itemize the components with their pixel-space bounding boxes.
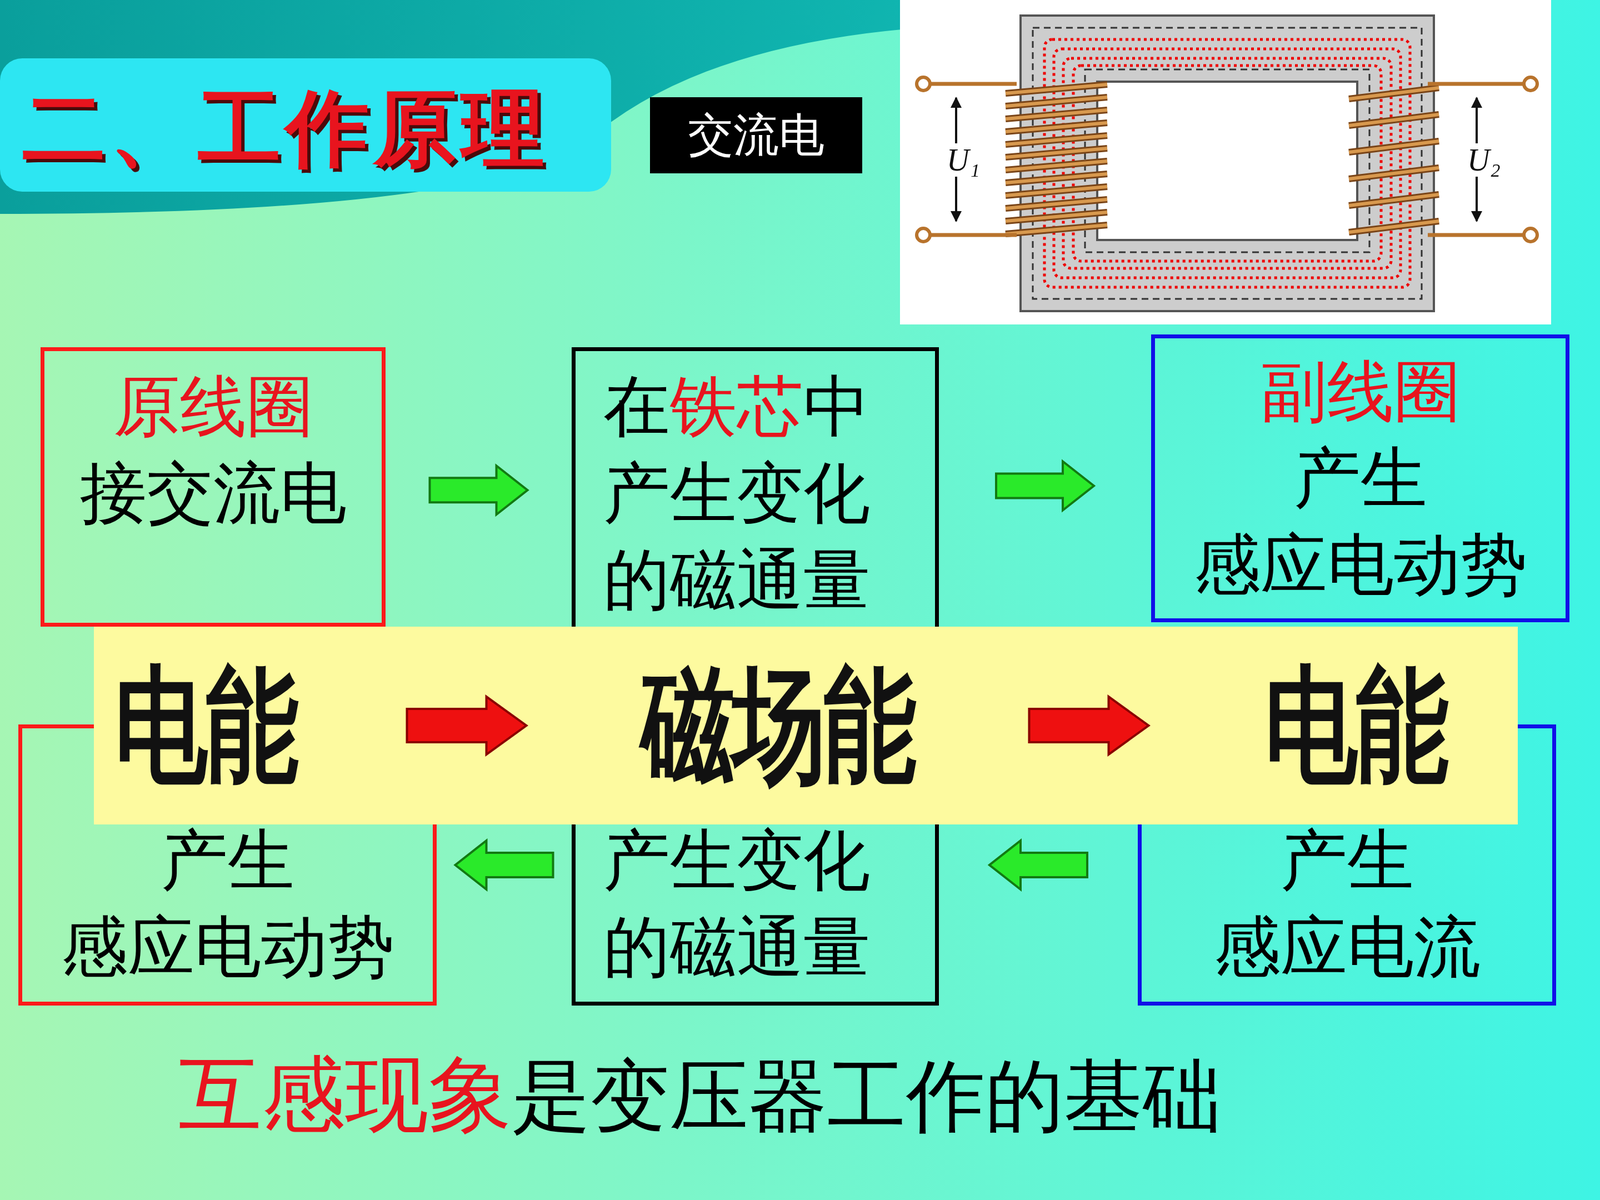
core-window — [1097, 81, 1358, 240]
winding — [1005, 97, 1108, 107]
winding — [1005, 225, 1108, 234]
winding — [1005, 135, 1108, 145]
winding — [1005, 97, 1108, 107]
lead-wire — [1427, 233, 1524, 238]
box-text: 感应电流 — [1155, 903, 1539, 991]
winding — [1005, 122, 1108, 132]
winding — [1005, 186, 1108, 196]
caption-text: 是变压器工作的基础 — [511, 1050, 1222, 1142]
box-text: 产生变化的磁通量 — [603, 817, 908, 991]
box-text: 产生 — [1155, 817, 1539, 904]
lead-wire — [930, 82, 1017, 87]
winding — [1005, 161, 1108, 170]
flux-line — [1085, 69, 1370, 253]
voltage-label: U₁ — [944, 143, 983, 177]
terminal — [916, 77, 930, 91]
block-arrow — [989, 840, 1088, 890]
coil-windings — [1005, 84, 1439, 234]
box-text: 副线圈 — [1168, 348, 1553, 435]
energy-text: 电能 — [105, 643, 306, 808]
winding — [1005, 225, 1108, 234]
secondary-coil-box: 副线圈产生感应电动势 — [1151, 334, 1570, 623]
winding — [1348, 221, 1439, 233]
box-text: 接交流电 — [57, 450, 369, 537]
title-tab — [0, 58, 612, 192]
top-band — [0, 0, 923, 214]
winding — [1005, 199, 1108, 209]
winding — [1005, 186, 1108, 196]
terminal — [1523, 77, 1538, 91]
box-text: 在 — [603, 367, 670, 445]
box-text: 交流电 — [661, 105, 852, 165]
winding — [1005, 148, 1108, 158]
winding — [1005, 173, 1108, 183]
winding — [1005, 84, 1108, 94]
caption-row: 互感现象是变压器工作的基础 — [178, 1044, 1222, 1145]
winding — [1348, 194, 1439, 206]
winding — [1348, 167, 1439, 179]
winding — [1005, 212, 1108, 222]
winding — [1348, 87, 1439, 99]
winding — [1348, 194, 1439, 206]
winding — [1348, 141, 1439, 153]
winding — [1005, 161, 1108, 170]
winding — [1348, 114, 1439, 126]
winding — [1005, 212, 1108, 222]
winding — [1005, 199, 1108, 209]
winding — [1005, 148, 1108, 158]
energy-term: 电能 — [1250, 637, 1462, 814]
lead-wire — [930, 233, 1017, 238]
energy-term: 电能 — [105, 637, 306, 814]
box-text: 原线圈 — [57, 363, 369, 450]
ac-label-box: 交流电 — [650, 97, 863, 174]
box-text: 产生 — [35, 817, 420, 904]
block-arrow — [996, 461, 1094, 511]
lead-wire — [1427, 82, 1524, 87]
winding — [1348, 221, 1439, 233]
iron-core-box: 在铁芯中产生变化的磁通量 — [571, 347, 939, 640]
box-text: 产生 — [1168, 435, 1553, 522]
slide-title: 二、工作原理 — [22, 77, 600, 178]
voltage-label: U₂ — [1465, 143, 1503, 177]
primary-coil-box: 原线圈接交流电 — [40, 347, 386, 627]
block-arrow — [1029, 696, 1149, 755]
winding — [1348, 87, 1439, 99]
winding — [1348, 167, 1439, 179]
illustration-ground — [900, 0, 1552, 325]
flux-line — [1063, 58, 1392, 269]
text-flow: 在铁芯中产生变化的磁通量 — [603, 363, 908, 624]
box-text: 感应电动势 — [35, 903, 420, 991]
block-arrow — [430, 465, 528, 515]
box-text: 感应电动势 — [1168, 521, 1553, 609]
energy-text: 电能 — [1250, 643, 1462, 808]
winding — [1005, 84, 1108, 94]
energy-band: 电能 磁场能 电能 — [93, 626, 1518, 825]
winding — [1005, 173, 1108, 183]
energy-text: 磁场能 — [627, 643, 928, 808]
winding — [1348, 114, 1439, 126]
flux-line — [1073, 65, 1382, 262]
winding — [1005, 122, 1108, 132]
terminal — [1523, 228, 1538, 242]
energy-term: 磁场能 — [627, 637, 928, 814]
terminal — [916, 228, 930, 242]
block-arrow — [407, 696, 527, 755]
winding — [1005, 135, 1108, 145]
winding — [1348, 141, 1439, 153]
caption-text: 互感现象 — [178, 1046, 512, 1143]
winding — [1005, 110, 1108, 119]
block-arrow — [455, 840, 554, 890]
winding — [1005, 110, 1108, 119]
box-text: 铁芯 — [670, 367, 804, 445]
